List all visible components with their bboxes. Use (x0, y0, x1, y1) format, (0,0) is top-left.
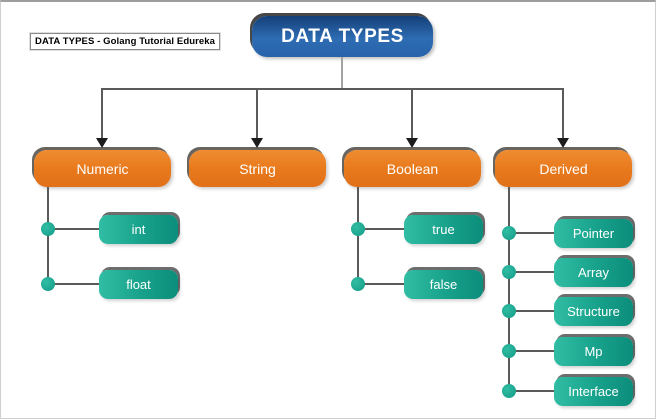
leaf-stub-array (509, 271, 554, 273)
root-node-data-types: DATA TYPES (252, 16, 433, 57)
branch-node-derived: Derived (495, 150, 632, 187)
branch-point-dot (502, 384, 516, 398)
leaf-node-int: int (99, 215, 178, 244)
branch-node-numeric: Numeric (34, 150, 171, 187)
watermark-label: DATA TYPES - Golang Tutorial Edureka (30, 33, 220, 50)
arrow-down-icon (406, 138, 418, 148)
leaf-node-array: Array (554, 258, 633, 287)
leaf-stub-true (358, 228, 404, 230)
arrow-down-icon (557, 138, 569, 148)
branch-point-dot (502, 226, 516, 240)
leaf-stub-float (48, 283, 99, 285)
branch-node-boolean: Boolean (344, 150, 481, 187)
drop-line-boolean (411, 88, 413, 138)
branch-point-dot (502, 265, 516, 279)
leaf-stub-interface (509, 390, 554, 392)
leaf-node-float: float (99, 270, 178, 299)
leaf-stub-pointer (509, 232, 554, 234)
leaf-node-true: true (404, 215, 483, 244)
branch-point-dot (502, 344, 516, 358)
branch-spine-derived (508, 187, 510, 391)
branch-point-dot (502, 304, 516, 318)
leaf-stub-mp (509, 350, 554, 352)
drop-line-string (256, 88, 258, 138)
arrow-down-icon (251, 138, 263, 148)
leaf-node-interface: Interface (554, 377, 633, 406)
drop-line-derived (562, 88, 564, 138)
horizontal-connector-line (101, 88, 564, 90)
arrow-down-icon (96, 138, 108, 148)
leaf-node-false: false (404, 270, 483, 299)
leaf-stub-false (358, 283, 404, 285)
root-stub-line (341, 57, 343, 88)
branch-point-dot (351, 222, 365, 236)
branch-point-dot (41, 222, 55, 236)
branch-point-dot (351, 277, 365, 291)
branch-node-string: String (189, 150, 326, 187)
branch-point-dot (41, 277, 55, 291)
drop-line-numeric (101, 88, 103, 138)
leaf-node-mp: Mp (554, 337, 633, 366)
leaf-node-pointer: Pointer (554, 219, 633, 248)
leaf-stub-structure (509, 310, 554, 312)
leaf-node-structure: Structure (554, 297, 633, 326)
leaf-stub-int (48, 228, 99, 230)
